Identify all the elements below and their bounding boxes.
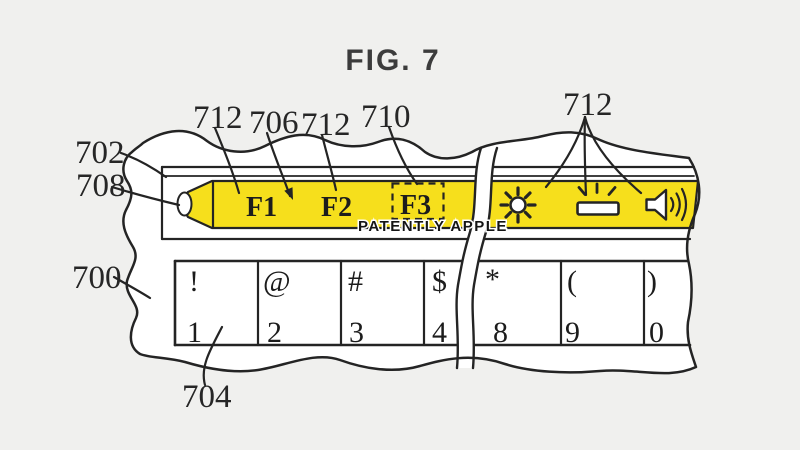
key-paren-close-0: ) 0 bbox=[647, 265, 664, 349]
leader-700 bbox=[112, 275, 152, 300]
key-at-2: @ 2 bbox=[263, 265, 291, 349]
function-row-housing bbox=[160, 165, 696, 241]
key-number: 9 bbox=[565, 316, 580, 349]
f3-dashed-box bbox=[391, 182, 445, 221]
f2-key-label: F2 bbox=[321, 192, 352, 223]
ref-704: 704 bbox=[182, 379, 232, 415]
key-number: 3 bbox=[349, 316, 364, 349]
key-number: 8 bbox=[493, 316, 508, 349]
key-symbol: ) bbox=[647, 265, 657, 298]
leader-706-arrowhead bbox=[284, 187, 293, 200]
leader-712-left bbox=[213, 126, 241, 195]
ref-712-left: 712 bbox=[193, 100, 243, 136]
leader-712-backlight bbox=[583, 115, 588, 197]
key-symbol: * bbox=[485, 263, 500, 296]
leader-708 bbox=[110, 185, 181, 207]
key-number: 2 bbox=[267, 316, 282, 349]
ref-712-mid: 712 bbox=[301, 107, 351, 143]
watermark-text: PATENTLY APPLE bbox=[358, 218, 508, 235]
leader-704 bbox=[202, 325, 224, 387]
f3-key-label: F3 bbox=[400, 190, 431, 221]
key-symbol: @ bbox=[263, 265, 291, 298]
paper-torn-outline bbox=[122, 129, 701, 375]
pencil-tip-cap bbox=[176, 191, 193, 217]
key-symbol: ( bbox=[567, 265, 577, 298]
key-hash-3: # 3 bbox=[348, 265, 364, 349]
leader-lines bbox=[110, 115, 643, 387]
touch-function-bar: F1 F2 F3 bbox=[176, 179, 700, 230]
leader-702 bbox=[119, 151, 168, 179]
ref-700: 700 bbox=[72, 260, 122, 296]
figure-title: FIG. 7 bbox=[345, 44, 440, 77]
f1-key-label: F1 bbox=[246, 192, 277, 223]
ref-706: 706 bbox=[249, 105, 299, 141]
figure-break-mark bbox=[455, 146, 499, 370]
ref-702: 702 bbox=[75, 135, 125, 171]
key-asterisk-8: * 8 bbox=[485, 263, 508, 349]
number-key-row: ! 1 @ 2 # 3 $ 4 * 8 ( 9 ) 0 bbox=[173, 259, 692, 349]
brightness-sun-icon bbox=[499, 186, 537, 224]
leader-712-mid bbox=[320, 133, 338, 192]
key-dollar-4: $ 4 bbox=[432, 265, 447, 349]
key-symbol: $ bbox=[432, 265, 447, 298]
leader-710 bbox=[387, 125, 419, 186]
leader-712-sun bbox=[544, 115, 587, 189]
ref-708: 708 bbox=[76, 168, 126, 204]
reference-labels: 702 708 700 704 712 706 712 710 712 bbox=[72, 87, 613, 415]
ref-712-icons: 712 bbox=[563, 87, 613, 123]
key-number: 0 bbox=[649, 316, 664, 349]
key-symbol: ! bbox=[189, 265, 199, 298]
key-number: 1 bbox=[187, 316, 202, 349]
speaker-volume-icon bbox=[645, 187, 688, 222]
leader-712-speaker bbox=[583, 115, 643, 195]
ref-710: 710 bbox=[361, 99, 411, 135]
key-symbol: # bbox=[348, 265, 363, 298]
key-exclamation-1: ! 1 bbox=[187, 265, 202, 349]
key-paren-open-9: ( 9 bbox=[565, 265, 580, 349]
keyboard-backlight-icon bbox=[576, 182, 620, 216]
key-number: 4 bbox=[432, 316, 447, 349]
